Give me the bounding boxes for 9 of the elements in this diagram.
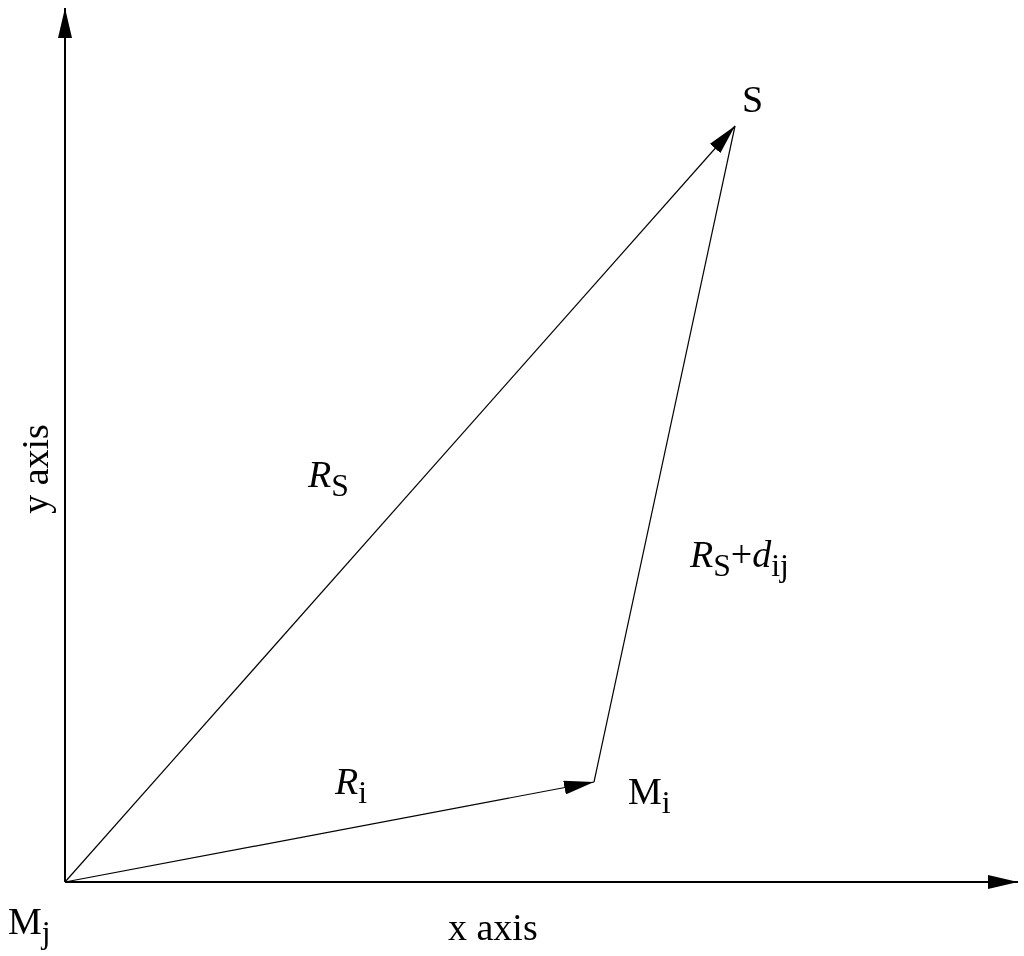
- vector-arrow: [64, 125, 736, 883]
- point-label: M$_{i}$: [628, 772, 671, 819]
- axis-label: y axis: [15, 424, 54, 514]
- edge-label: R$_{i}$: [335, 762, 367, 809]
- edge-label: R$_{S}$: [308, 455, 349, 502]
- axis-label: x axis: [448, 908, 538, 946]
- point-label: S: [742, 80, 764, 118]
- edge-label: R$_{S}$+d$_{ij}$: [690, 535, 789, 582]
- point-label: M$_{j}$: [8, 902, 51, 949]
